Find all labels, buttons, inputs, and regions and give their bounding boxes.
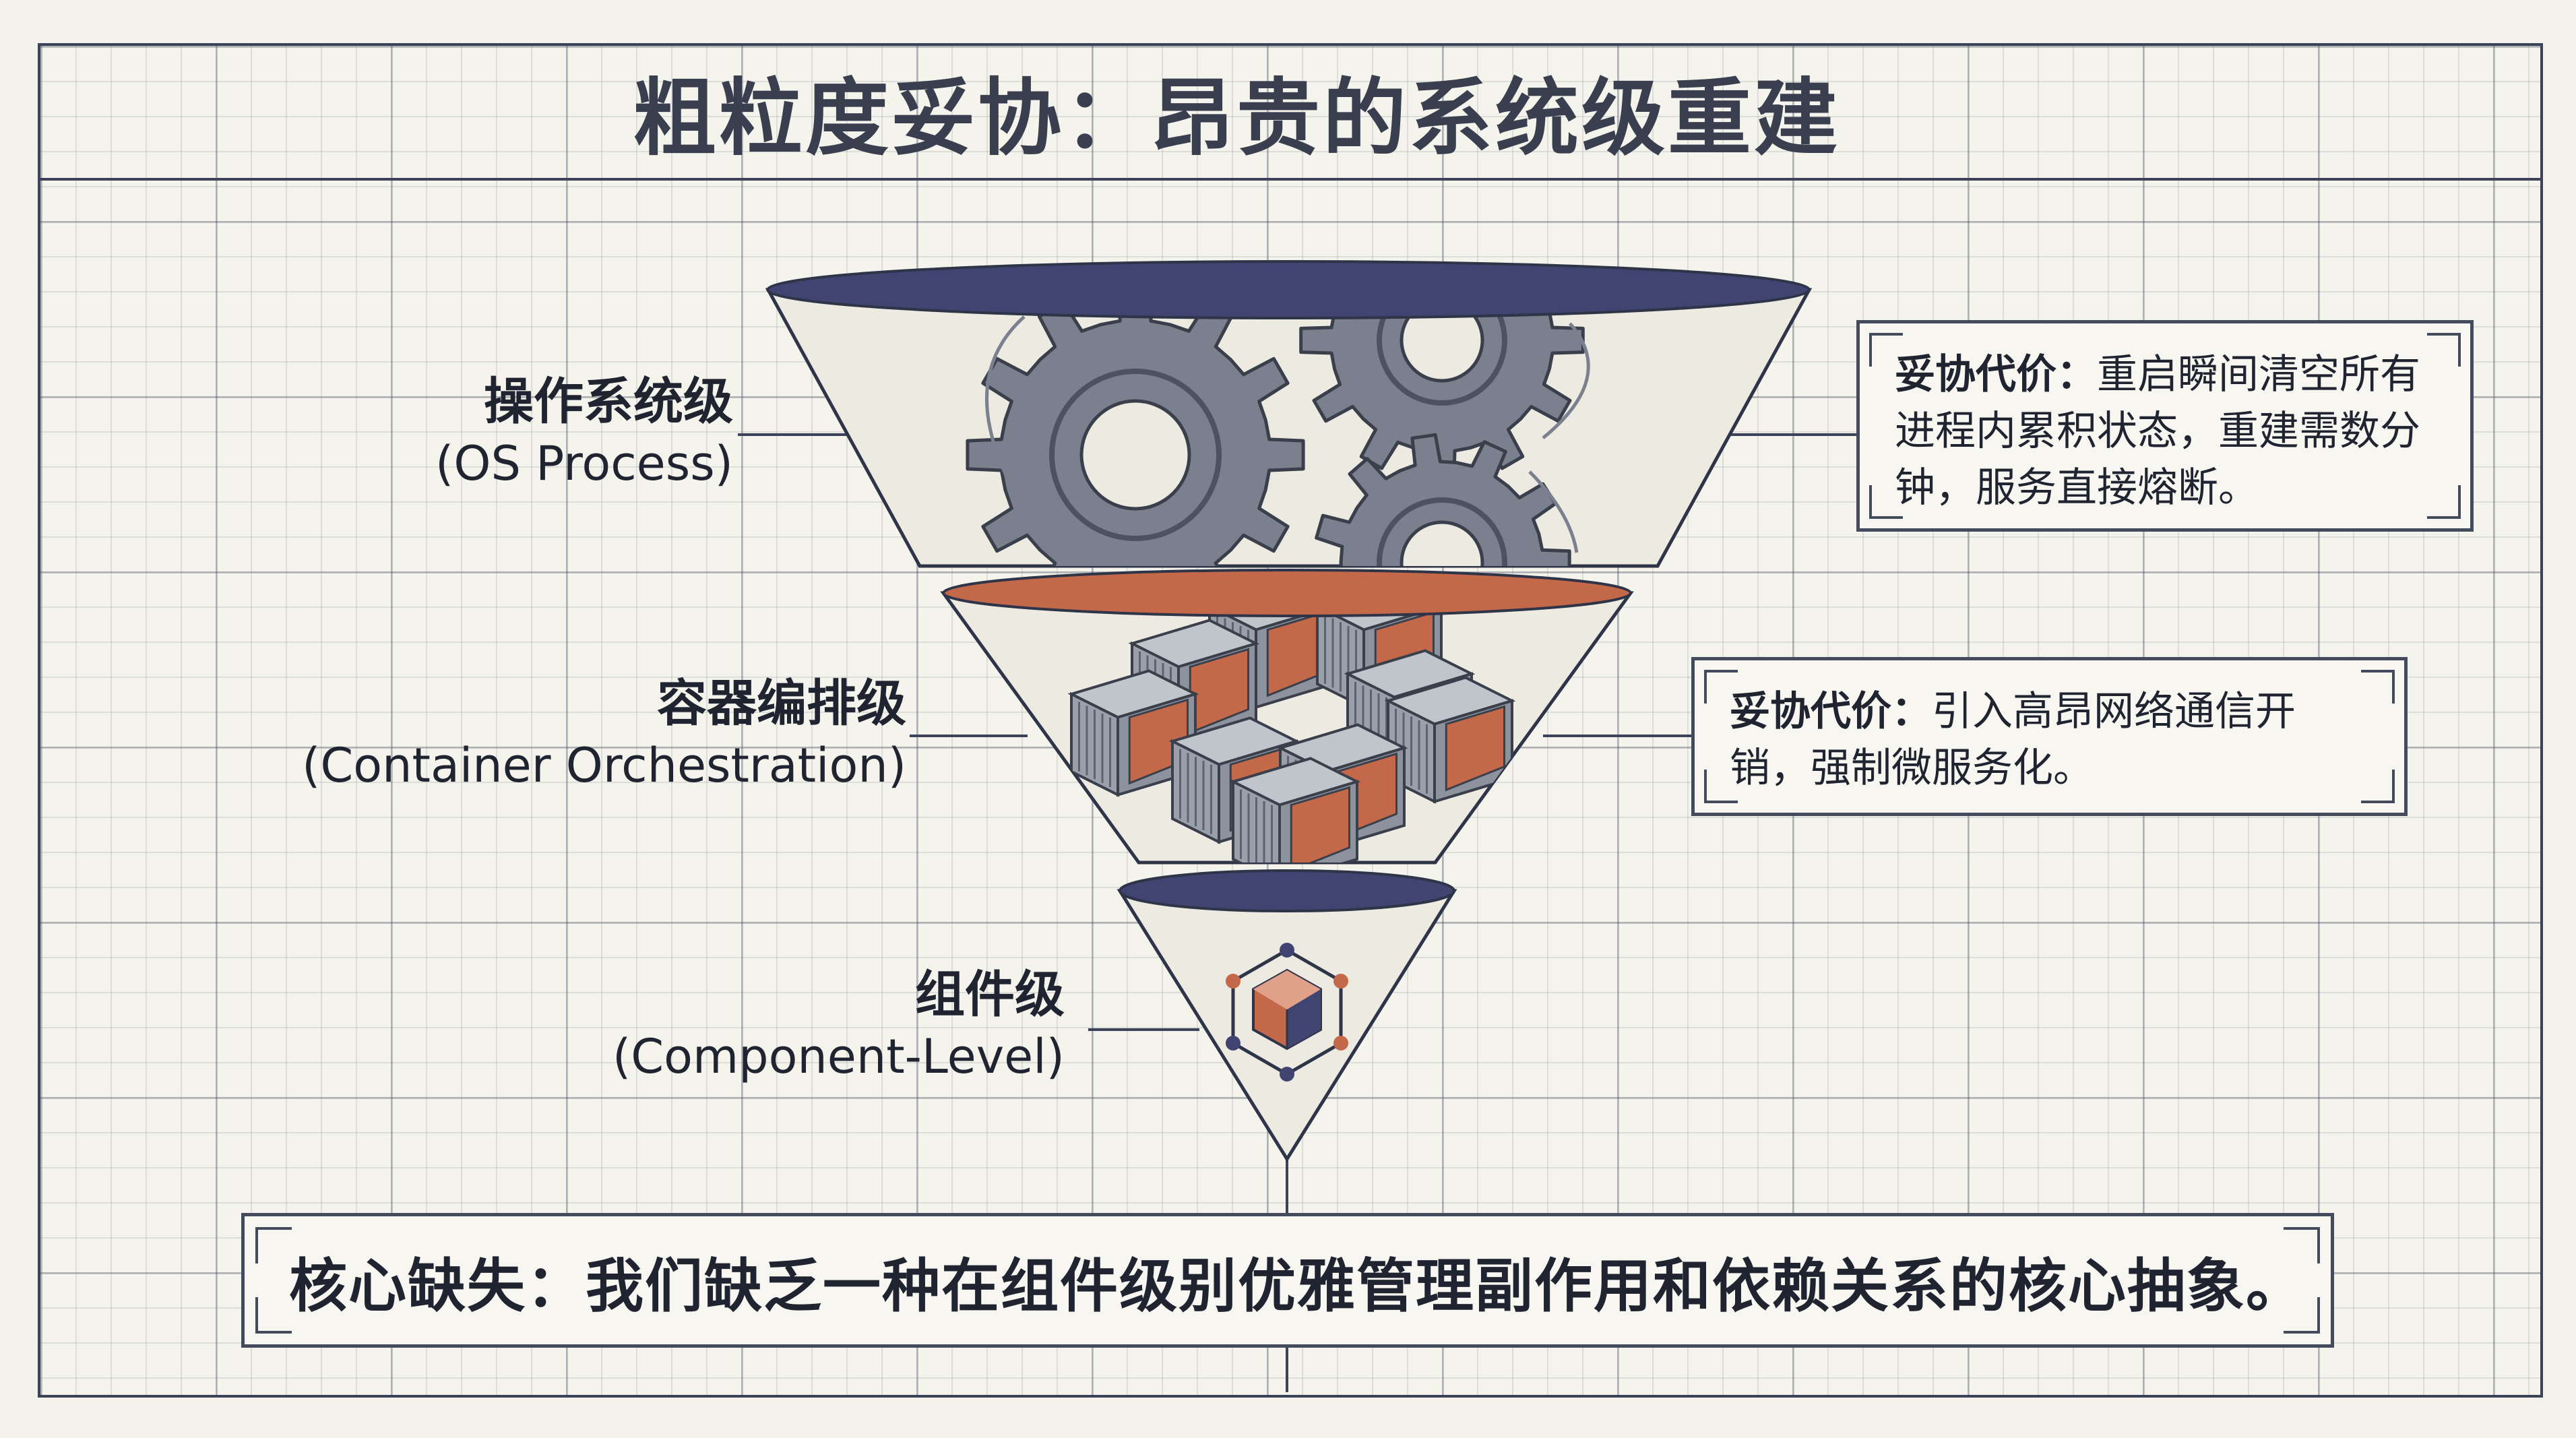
level-name-en: (Component-Level)	[612, 1029, 1065, 1084]
callout-label: 妥协代价：	[1730, 688, 1932, 735]
funnel-mid-rim	[942, 569, 1632, 617]
gear-group	[966, 290, 1590, 566]
level-label-os: 操作系统级 (OS Process)	[435, 371, 733, 495]
callout-text: 引入高昂网络通信开销，强制微服务化。	[1730, 688, 2296, 792]
core-missing-text: 核心缺失：我们缺乏一种在组件级别优雅管理副作用和依赖关系的核心抽象。	[289, 1252, 2305, 1320]
container-cube-icon	[1067, 669, 1199, 797]
rotation-arrow	[1542, 322, 1590, 439]
callout-container-cost: 妥协代价：引入高昂网络通信开销，强制微服务化。	[1691, 657, 2408, 816]
level-name-zh: 组件级	[915, 966, 1065, 1024]
level-name-zh: 容器编排级	[657, 675, 906, 732]
callout-text: 重启瞬间清空所有进程内累积状态，重建需数分钟，服务直接熔断。	[1895, 351, 2420, 511]
component-hex-icon	[1226, 943, 1348, 1082]
level-name-zh: 操作系统级	[484, 373, 733, 431]
level-label-component: 组件级 (Component-Level)	[612, 964, 1065, 1088]
container-cube-icon	[1229, 757, 1361, 863]
section-os	[765, 260, 1813, 568]
gear-icon	[1315, 433, 1571, 566]
rotation-arrow	[984, 315, 1026, 487]
gear-icon	[966, 290, 1305, 566]
callout-label: 妥协代价：	[1895, 351, 2097, 398]
gear-icon	[1299, 290, 1585, 483]
title-band: 粗粒度妥协：昂贵的系统级重建	[38, 43, 2543, 181]
level-name-en: (Container Orchestration)	[302, 738, 906, 793]
section-component	[1117, 869, 1457, 1162]
funnel-top-body	[765, 288, 1813, 568]
core-missing-box: 核心缺失：我们缺乏一种在组件级别优雅管理副作用和依赖关系的核心抽象。	[241, 1213, 2334, 1348]
level-name-en: (OS Process)	[435, 436, 733, 491]
callout-os-cost: 妥协代价：重启瞬间清空所有进程内累积状态，重建需数分钟，服务直接熔断。	[1856, 320, 2474, 532]
funnel-bottom-rim	[1119, 869, 1455, 912]
section-container	[940, 569, 1634, 865]
level-label-container: 容器编排级 (Container Orchestration)	[302, 673, 906, 796]
page-title: 粗粒度妥协：昂贵的系统级重建	[632, 70, 1840, 167]
funnel-top-rim	[766, 260, 1811, 319]
rotation-arrow	[1528, 470, 1579, 553]
